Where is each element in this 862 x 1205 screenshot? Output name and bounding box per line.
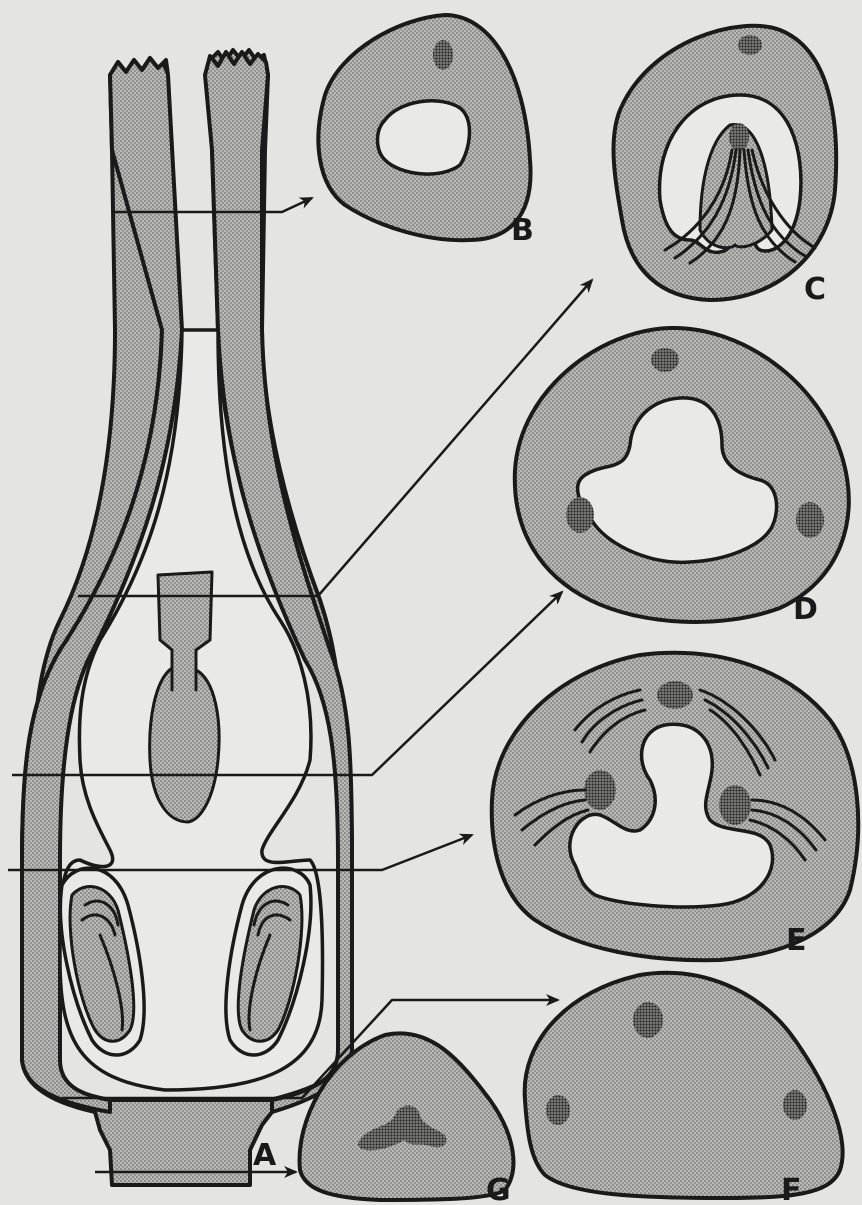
label-g: G [486,1173,511,1205]
cross-section-d [515,328,849,622]
cross-section-g [300,1033,514,1200]
label-a: A [253,1138,277,1173]
label-f: F [781,1173,802,1205]
label-c: C [804,272,826,307]
label-b: B [511,213,534,248]
upper-ovule-stalk [150,572,219,822]
label-e: E [786,923,807,958]
cross-section-b [318,15,530,240]
cross-section-e [492,653,858,960]
cross-section-f [525,973,843,1198]
cross-section-c [614,26,837,300]
label-d: D [793,592,818,627]
